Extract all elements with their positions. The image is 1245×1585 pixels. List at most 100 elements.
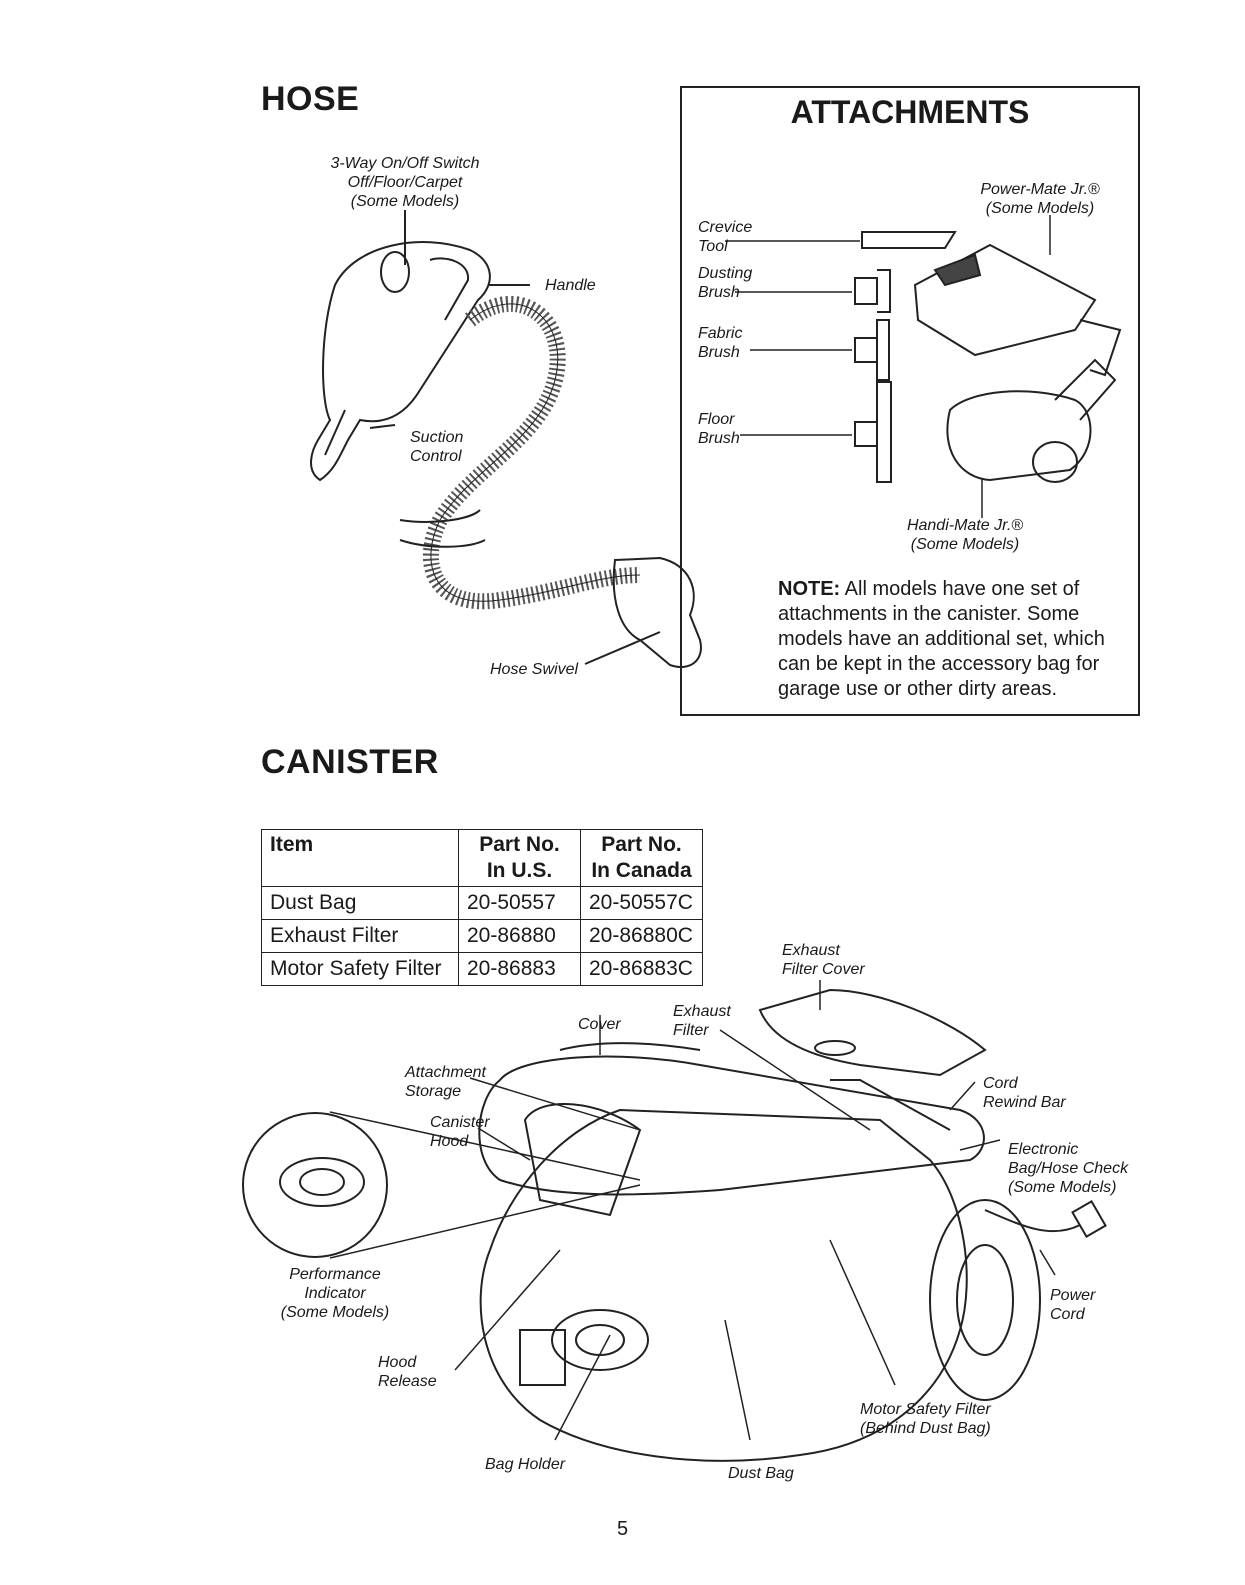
canister-hood-label: Canister Hood — [430, 1113, 490, 1151]
electronic-check-label: Electronic Bag/Hose Check (Some Models) — [1008, 1140, 1128, 1197]
performance-indicator-drawing — [242, 1111, 641, 1259]
ef-line1: Exhaust — [673, 1003, 731, 1020]
cell-part-canada: 20-86883C — [580, 952, 703, 986]
crevice-line2: Tool — [698, 238, 728, 255]
switch-label-line2: Off/Floor/Carpet — [347, 174, 463, 191]
parts-table: Item Part No. In U.S. Part No. In Canada… — [261, 829, 703, 986]
switch-label-line1: 3-Way On/Off Switch — [330, 155, 480, 172]
as-line1: Attachment — [405, 1064, 486, 1081]
handimate-drawing — [946, 358, 1117, 518]
pi-line3: (Some Models) — [280, 1304, 390, 1321]
col-part-canada-line2: In Canada — [591, 859, 692, 882]
powermate-drawing — [913, 215, 1122, 377]
performance-indicator-label: Performance Indicator (Some Models) — [270, 1265, 400, 1322]
ef-line2: Filter — [673, 1022, 709, 1039]
ec-line3: (Some Models) — [1008, 1179, 1117, 1196]
floor-line1: Floor — [698, 411, 735, 428]
col-part-us-line1: Part No. — [479, 833, 560, 856]
ec-line1: Electronic — [1008, 1141, 1079, 1158]
fabric-brush-label: Fabric Brush — [698, 324, 742, 362]
efc-line2: Filter Cover — [782, 961, 865, 978]
table-row: Motor Safety Filter 20-86883 20-86883C — [261, 952, 703, 986]
attachments-note: NOTE: All models have one set of attachm… — [778, 577, 1128, 702]
ec-line2: Bag/Hose Check — [1008, 1160, 1129, 1177]
ch-line1: Canister — [430, 1114, 490, 1131]
note-text: All models have one set of attachments i… — [778, 578, 1105, 700]
handimate-label: Handi-Mate Jr.® (Some Models) — [895, 516, 1035, 554]
switch-label-line3: (Some Models) — [350, 193, 460, 210]
pi-line2: Indicator — [304, 1285, 366, 1302]
powermate-line1: Power-Mate Jr.® — [980, 181, 1100, 198]
powermate-line2: (Some Models) — [985, 200, 1095, 217]
pc-line2: Cord — [1050, 1306, 1085, 1323]
exhaust-filter-label: Exhaust Filter — [673, 1002, 731, 1040]
power-cord-drawing — [984, 1200, 1107, 1238]
cell-item: Dust Bag — [261, 886, 459, 920]
dusting-brush-drawing — [735, 269, 891, 313]
dusting-line2: Brush — [698, 284, 740, 301]
switch-label: 3-Way On/Off Switch Off/Floor/Carpet (So… — [310, 154, 500, 211]
exhaust-filter-cover-drawing — [758, 988, 987, 1077]
col-part-us: Part No. In U.S. — [458, 829, 581, 887]
attachments-panel — [680, 86, 1140, 716]
ch-line2: Hood — [430, 1133, 469, 1150]
pi-line1: Performance — [289, 1266, 381, 1283]
as-line2: Storage — [405, 1083, 462, 1100]
cr-line1: Cord — [983, 1075, 1018, 1092]
crevice-tool-drawing — [725, 231, 957, 249]
parts-table-header: Item Part No. In U.S. Part No. In Canada — [261, 829, 703, 887]
pc-line1: Power — [1050, 1287, 1096, 1304]
suction-label-line2: Control — [410, 448, 462, 465]
table-row: Exhaust Filter 20-86880 20-86880C — [261, 919, 703, 953]
cell-item: Exhaust Filter — [261, 919, 459, 953]
cell-part-us: 20-86883 — [458, 952, 581, 986]
col-item: Item — [261, 829, 459, 887]
fabric-line1: Fabric — [698, 325, 743, 342]
fabric-brush-drawing — [750, 319, 890, 381]
hr-line2: Release — [378, 1373, 437, 1390]
cover-label: Cover — [578, 1016, 621, 1033]
cell-part-canada: 20-50557C — [580, 886, 703, 920]
msf-line2: (Behind Dust Bag) — [860, 1420, 991, 1437]
motor-safety-filter-label: Motor Safety Filter (Behind Dust Bag) — [860, 1400, 991, 1438]
fabric-line2: Brush — [698, 344, 740, 361]
floor-brush-label: Floor Brush — [698, 410, 740, 448]
exhaust-filter-cover-label: Exhaust Filter Cover — [782, 941, 865, 979]
efc-line1: Exhaust — [782, 942, 840, 959]
col-part-canada-line1: Part No. — [601, 833, 682, 856]
attachments-heading: ATTACHMENTS — [790, 94, 1030, 130]
hose-handle-drawing — [310, 241, 491, 482]
floor-brush-drawing — [740, 381, 892, 483]
cell-part-us: 20-86880 — [458, 919, 581, 953]
cr-line2: Rewind Bar — [983, 1094, 1066, 1111]
col-part-us-line2: In U.S. — [486, 859, 553, 882]
cell-item: Motor Safety Filter — [261, 952, 459, 986]
note-label: NOTE: — [778, 578, 841, 600]
bag-holder-label: Bag Holder — [485, 1456, 566, 1473]
handimate-line1: Handi-Mate Jr.® — [906, 517, 1024, 534]
canister-wheel-drawing — [929, 1199, 1041, 1401]
crevice-tool-label: Crevice Tool — [698, 218, 752, 256]
hood-release-label: Hood Release — [378, 1353, 437, 1391]
canister-callouts — [454, 980, 1056, 1441]
col-part-canada: Part No. In Canada — [580, 829, 703, 887]
canister-heading: CANISTER — [261, 743, 439, 781]
dust-bag-label: Dust Bag — [728, 1465, 794, 1482]
crevice-line1: Crevice — [698, 219, 753, 236]
dusting-brush-label: Dusting Brush — [698, 264, 752, 302]
cell-part-us: 20-50557 — [458, 886, 581, 920]
handle-label: Handle — [545, 277, 596, 294]
suction-control-label: Suction Control — [410, 428, 463, 466]
hr-line1: Hood — [378, 1354, 417, 1371]
suction-label-line1: Suction — [410, 429, 464, 446]
cell-part-canada: 20-86880C — [580, 919, 703, 953]
dusting-line1: Dusting — [698, 265, 753, 282]
hose-heading: HOSE — [261, 80, 360, 118]
floor-line2: Brush — [698, 430, 740, 447]
table-row: Dust Bag 20-50557 20-50557C — [261, 886, 703, 920]
col-item-text: Item — [270, 833, 314, 856]
page-number: 5 — [616, 1518, 629, 1540]
hose-swivel-drawing — [612, 556, 702, 668]
canister-body-drawing — [478, 1042, 985, 1462]
